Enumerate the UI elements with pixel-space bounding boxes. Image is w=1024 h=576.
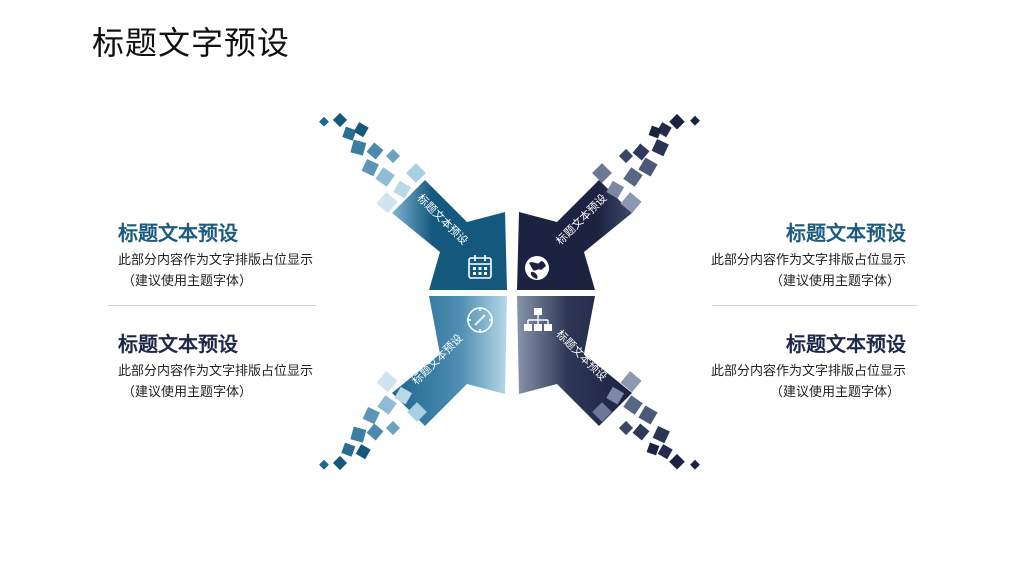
block-heading: 标题文本预设 (786, 332, 906, 356)
block-desc: 此部分内容作为文字排版占位显示 （建议使用主题字体） (118, 250, 358, 292)
arrow-bottom-left (392, 296, 507, 426)
squares-bottom-right (592, 371, 700, 470)
page-title: 标题文字预设 (92, 24, 291, 62)
block-desc-line: （建议使用主题字体） (769, 274, 900, 289)
calendar-icon (468, 255, 492, 279)
left-block-bottom: 标题文本预设 此部分内容作为文字排版占位显示 （建议使用主题字体） (118, 331, 358, 403)
left-divider (108, 305, 316, 306)
block-desc-line: 此部分内容作为文字排版占位显示 (118, 253, 314, 268)
block-desc: 此部分内容作为文字排版占位显示 （建议使用主题字体） (666, 250, 906, 292)
block-desc-line: （建议使用主题字体） (769, 385, 900, 400)
block-desc-line: 此部分内容作为文字排版占位显示 (710, 364, 906, 379)
right-block-bottom: 标题文本预设 此部分内容作为文字排版占位显示 （建议使用主题字体） (666, 331, 906, 403)
block-heading: 标题文本预设 (118, 221, 238, 245)
block-desc-line: 此部分内容作为文字排版占位显示 (118, 364, 314, 379)
squares-top-left (319, 112, 426, 214)
block-heading: 标题文本预设 (118, 332, 238, 356)
org-chart-icon (524, 308, 552, 331)
squares-bottom-left (319, 371, 427, 471)
block-desc: 此部分内容作为文字排版占位显示 （建议使用主题字体） (118, 361, 358, 403)
right-divider (712, 305, 918, 306)
globe-icon (525, 256, 549, 280)
block-desc: 此部分内容作为文字排版占位显示 （建议使用主题字体） (666, 361, 906, 403)
right-block-top: 标题文本预设 此部分内容作为文字排版占位显示 （建议使用主题字体） (666, 220, 906, 292)
squares-top-right (592, 113, 700, 214)
arrow-bottom-right (517, 296, 632, 426)
arrow-top-left (392, 180, 507, 290)
block-desc-line: （建议使用主题字体） (122, 385, 253, 400)
block-desc-line: 此部分内容作为文字排版占位显示 (710, 253, 906, 268)
block-heading: 标题文本预设 (786, 221, 906, 245)
block-desc-line: （建议使用主题字体） (122, 274, 253, 289)
compass-icon (467, 307, 493, 333)
left-block-top: 标题文本预设 此部分内容作为文字排版占位显示 （建议使用主题字体） (118, 220, 358, 292)
